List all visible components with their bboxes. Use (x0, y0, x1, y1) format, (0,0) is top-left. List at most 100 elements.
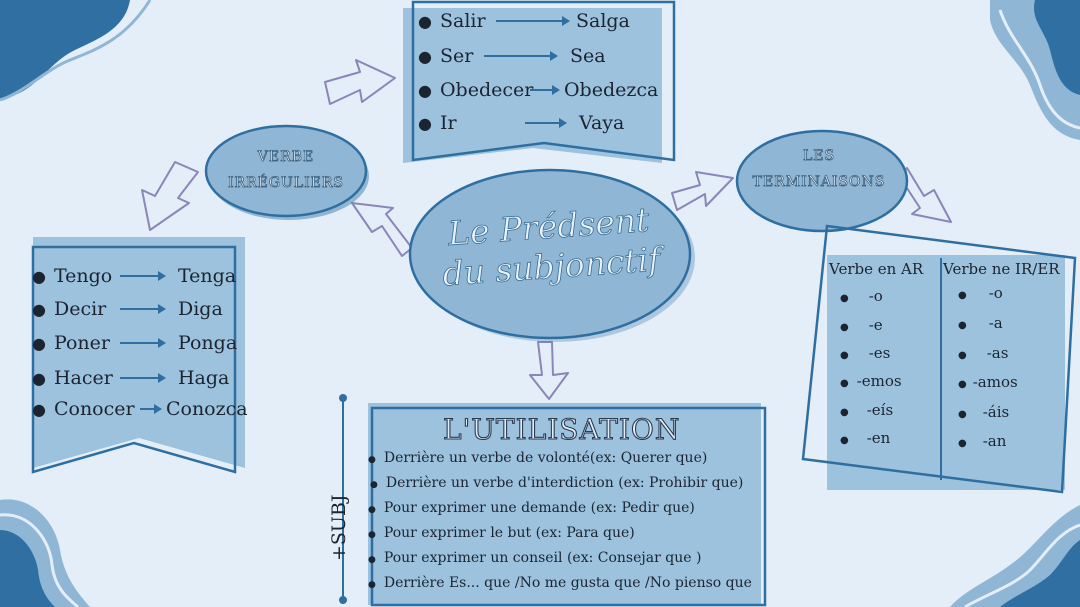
verb-infinitive: Ser (439, 45, 474, 67)
arrow-to-top-box (324, 59, 396, 105)
verb-subjunctive: Salga (575, 10, 630, 32)
list-item: ●-a (958, 314, 1003, 332)
ending-text: -an (982, 432, 1007, 450)
utilisation-title: L'UTILISATION (442, 412, 681, 446)
ending-text: -a (988, 314, 1003, 332)
arrow-icon (119, 338, 166, 348)
list-item: ●-an (958, 432, 1007, 450)
list-item: ●-o (840, 287, 883, 305)
list-item: ●-emos (840, 372, 902, 390)
verb-subjunctive: Obedezca (563, 79, 659, 101)
wave-top-right (990, 0, 1080, 140)
terminaisons-box (801, 224, 1077, 494)
bullet: ● (418, 46, 432, 66)
er-column-header: Verbe ne IR/ER (943, 260, 1060, 278)
subj-side-label: +SUBJ (328, 494, 350, 561)
left-box (31, 237, 245, 474)
list-item: ● Ir Vaya (418, 112, 624, 134)
bullet: ● (418, 80, 432, 100)
ellipse-center (408, 168, 695, 342)
ending-text: -es (868, 344, 891, 362)
top-box (403, 0, 676, 163)
bullet: ● (32, 399, 46, 419)
list-item: ●-o (958, 284, 1003, 302)
verb-infinitive: Hacer (53, 367, 113, 389)
utilisation-item-text: Pour exprimer le but (ex: Para que) (383, 525, 635, 541)
arrow-icon (119, 304, 166, 314)
list-item: ● Tengo Tenga (32, 265, 236, 287)
ellipse-terminaisons (735, 129, 909, 233)
ending-text: -en (866, 429, 891, 447)
list-item: ● Salir Salga (418, 10, 630, 32)
arrow-icon (119, 373, 166, 383)
bullet: ● (32, 266, 46, 286)
terminaisons-label: LES TERMINAISONS (744, 143, 894, 195)
terminaisons-label-line2: TERMINAISONS (752, 174, 886, 191)
list-item: ●-as (958, 344, 1009, 362)
utilisation-item-text: Pour exprimer un conseil (ex: Consejar q… (383, 550, 702, 566)
list-item: ● Hacer Haga (32, 367, 229, 389)
wave-bottom-right (950, 505, 1080, 607)
arrow-icon (119, 271, 166, 281)
list-item: ● Poner Ponga (32, 332, 237, 354)
ending-text: -amos (972, 373, 1018, 391)
verb-subjunctive: Vaya (578, 112, 625, 134)
verb-infinitive: Salir (439, 10, 486, 32)
list-item: ●Derrière un verbe d'interdiction (ex: P… (370, 475, 744, 491)
bullet: ● (418, 113, 432, 133)
verb-infinitive: Poner (53, 332, 110, 354)
arrow-icon (529, 85, 560, 95)
verb-subjunctive: Conozca (165, 398, 248, 420)
arrow-to-term-label (671, 171, 734, 211)
list-item: ●Pour exprimer le but (ex: Para que) (368, 525, 635, 541)
list-item: ●Pour exprimer un conseil (ex: Consejar … (368, 550, 702, 566)
list-item: ● Ser Sea (418, 45, 606, 67)
arrow-icon (483, 51, 558, 61)
arrow-center-to-irreg (351, 202, 413, 257)
bullet: ● (32, 333, 46, 353)
ar-column-header: Verbe en AR (829, 260, 924, 278)
list-item: ●-áis (958, 403, 1010, 421)
irreguliers-label-line1: VERBE (257, 149, 315, 166)
ending-text: -o (988, 284, 1003, 302)
arrow-icon (139, 404, 162, 414)
ending-text: -eís (866, 401, 894, 419)
ending-text: -emos (856, 372, 902, 390)
verb-infinitive: Tengo (53, 265, 113, 287)
irreguliers-label-line2: IRRÉGULIERS (228, 175, 344, 192)
bullet: ● (418, 11, 432, 31)
arrow-icon (495, 16, 570, 26)
ending-text: -as (986, 344, 1009, 362)
ending-text: -e (868, 316, 883, 334)
list-item: ●Derrière un verbe de volonté(ex: Querer… (368, 450, 708, 466)
verb-infinitive: Obedecer (439, 79, 534, 101)
bullet: ● (32, 368, 46, 388)
list-item: ●-en (840, 429, 891, 447)
ellipse-irreguliers (204, 124, 369, 220)
verb-infinitive: Ir (439, 112, 457, 134)
list-item: ●-eís (840, 401, 894, 419)
verb-infinitive: Conocer (53, 398, 135, 420)
verb-subjunctive: Haga (177, 367, 230, 389)
bullet: ● (32, 299, 46, 319)
verb-subjunctive: Sea (569, 45, 606, 67)
verb-subjunctive: Diga (177, 298, 223, 320)
list-item: ●Derrière Es... que /No me gusta que /No… (368, 575, 752, 591)
utilisation-item-text: Derrière Es... que /No me gusta que /No … (383, 575, 752, 591)
list-item: ●-e (840, 316, 883, 334)
arrow-icon (524, 118, 567, 128)
list-item: ●Pour exprimer une demande (ex: Pedir qu… (368, 500, 695, 516)
list-item: ●-es (840, 344, 891, 362)
arrow-to-left-box (141, 161, 199, 231)
verb-subjunctive: Tenga (177, 265, 237, 287)
verb-infinitive: Decir (53, 298, 107, 320)
list-item: ●-amos (958, 373, 1018, 391)
irreguliers-label: VERBE IRRÉGULIERS (216, 144, 356, 196)
ending-text: -o (868, 287, 883, 305)
utilisation-item-text: Pour exprimer une demande (ex: Pedir que… (383, 500, 695, 516)
list-item: ● Conocer Conozca (32, 398, 248, 420)
arrow-to-utilisation (529, 341, 569, 400)
list-item: ● Obedecer Obedezca (418, 79, 658, 101)
wave-bottom-left (0, 499, 90, 607)
